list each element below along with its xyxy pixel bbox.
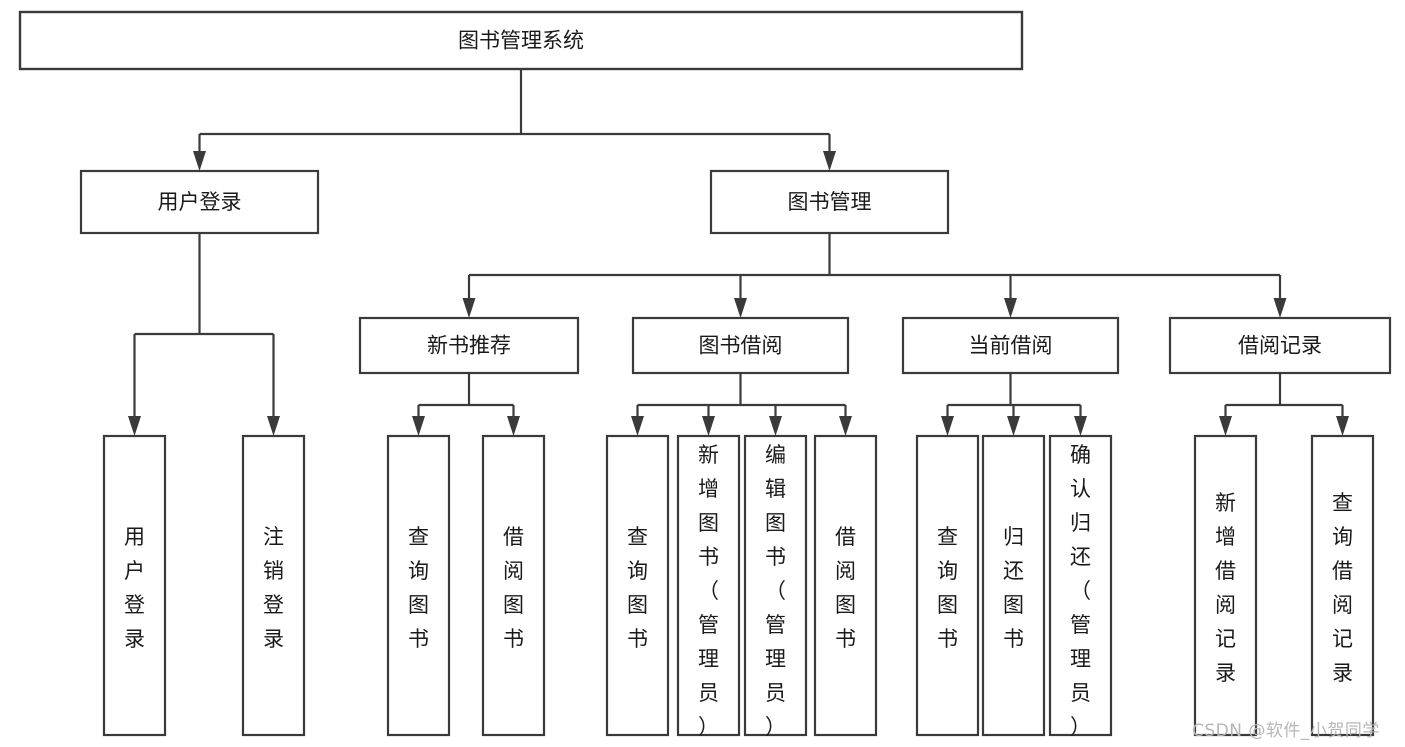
node-user-login[interactable]: 用户登录	[79, 169, 320, 235]
node-box[interactable]	[1048, 434, 1113, 737]
node-leaf-borrow-book-rec[interactable]: 借阅图书	[481, 434, 546, 737]
node-box[interactable]	[743, 434, 808, 737]
node-box[interactable]	[1310, 434, 1375, 737]
arrow-head-icon	[734, 298, 747, 318]
node-current-borrow[interactable]: 当前借阅	[901, 316, 1120, 375]
connector-borrowrecord-to-leaves	[1219, 373, 1349, 436]
node-box[interactable]	[813, 434, 878, 737]
connector-currentborrow-to-leaves	[941, 373, 1087, 436]
node-leaf-query-borrow-record[interactable]: 查询借阅记录	[1310, 434, 1375, 737]
node-book-borrow[interactable]: 图书借阅	[631, 316, 850, 375]
arrow-head-icon	[839, 416, 852, 436]
node-label: 查询图书	[408, 525, 429, 651]
node-box[interactable]	[79, 169, 320, 235]
node-box[interactable]	[1193, 434, 1258, 737]
node-box[interactable]	[676, 434, 741, 737]
node-borrow-record[interactable]: 借阅记录	[1168, 316, 1392, 375]
arrow-head-icon	[702, 416, 715, 436]
node-book-manage[interactable]: 图书管理	[709, 169, 950, 235]
node-leaf-borrow-book[interactable]: 借阅图书	[813, 434, 878, 737]
node-layer: 图书管理系统用户登录图书管理新书推荐图书借阅当前借阅借阅记录用户登录注销登录查询…	[18, 10, 1392, 739]
node-label: 注销登录	[263, 525, 284, 651]
arrow-head-icon	[1336, 416, 1349, 436]
node-leaf-query-book-current[interactable]: 查询图书	[915, 434, 980, 737]
connector-userlogin-to-leaves	[128, 233, 280, 436]
node-box[interactable]	[18, 10, 1024, 71]
arrow-head-icon	[1074, 416, 1087, 436]
node-label: 借阅记录	[1238, 334, 1322, 358]
node-box[interactable]	[1168, 316, 1392, 375]
node-label: 查询图书	[937, 525, 958, 651]
arrow-head-icon	[1273, 298, 1287, 318]
arrow-head-icon	[941, 416, 954, 436]
node-box[interactable]	[709, 169, 950, 235]
node-root-system[interactable]: 图书管理系统	[18, 10, 1024, 71]
node-box[interactable]	[481, 434, 546, 737]
arrow-head-icon	[1004, 298, 1017, 318]
arrow-head-icon	[769, 416, 782, 436]
node-label: 编辑图书（管理员）	[765, 443, 786, 739]
connector-bookmanage-to-level2	[462, 233, 1287, 318]
node-box[interactable]	[915, 434, 980, 737]
arrow-head-icon	[631, 416, 644, 436]
connector-layer	[128, 69, 1349, 436]
arrow-head-icon	[412, 416, 425, 436]
node-leaf-add-book-admin[interactable]: 新增图书（管理员）	[676, 434, 741, 739]
node-label: 图书借阅	[699, 334, 783, 358]
arrow-head-icon	[193, 151, 206, 171]
node-label: 图书管理系统	[458, 29, 584, 53]
node-leaf-query-book-rec[interactable]: 查询图书	[386, 434, 451, 737]
arrow-head-icon	[267, 416, 280, 436]
arrow-head-icon	[1219, 416, 1232, 436]
node-leaf-add-borrow-record[interactable]: 新增借阅记录	[1193, 434, 1258, 737]
node-label: 借阅图书	[503, 525, 524, 651]
node-leaf-confirm-return-admin[interactable]: 确认归还（管理员）	[1048, 434, 1113, 739]
node-label: 用户登录	[158, 190, 242, 214]
node-box[interactable]	[631, 316, 850, 375]
arrow-head-icon	[1007, 416, 1020, 436]
connector-bookborrow-to-leaves	[631, 373, 852, 436]
node-new-book-recommend[interactable]: 新书推荐	[358, 316, 580, 375]
node-label: 用户登录	[124, 525, 145, 651]
node-label: 图书管理	[788, 190, 872, 214]
node-label: 确认归还（管理员）	[1070, 443, 1091, 739]
node-leaf-user-login[interactable]: 用户登录	[102, 434, 167, 737]
connector-root-to-level1	[193, 69, 836, 171]
node-label: 新书推荐	[427, 334, 511, 358]
node-label: 新增借阅记录	[1215, 491, 1236, 685]
node-box[interactable]	[981, 434, 1046, 737]
arrow-head-icon	[128, 416, 141, 436]
node-box[interactable]	[241, 434, 306, 737]
node-leaf-return-book[interactable]: 归还图书	[981, 434, 1046, 737]
node-label: 查询图书	[627, 525, 648, 651]
node-label: 新增图书（管理员）	[698, 443, 719, 739]
node-leaf-query-book-borrow[interactable]: 查询图书	[605, 434, 670, 737]
node-leaf-user-logout[interactable]: 注销登录	[241, 434, 306, 737]
arrow-head-icon	[823, 151, 836, 171]
node-box[interactable]	[901, 316, 1120, 375]
node-box[interactable]	[386, 434, 451, 737]
node-leaf-edit-book-admin[interactable]: 编辑图书（管理员）	[743, 434, 808, 739]
node-box[interactable]	[605, 434, 670, 737]
arrow-head-icon	[462, 298, 476, 318]
node-label: 归还图书	[1003, 525, 1024, 651]
node-label: 查询借阅记录	[1332, 491, 1353, 685]
arrow-head-icon	[507, 416, 520, 436]
node-box[interactable]	[102, 434, 167, 737]
node-label: 当前借阅	[969, 334, 1053, 358]
node-box[interactable]	[358, 316, 580, 375]
node-label: 借阅图书	[835, 525, 856, 651]
connector-newbook-to-leaves	[412, 373, 520, 436]
